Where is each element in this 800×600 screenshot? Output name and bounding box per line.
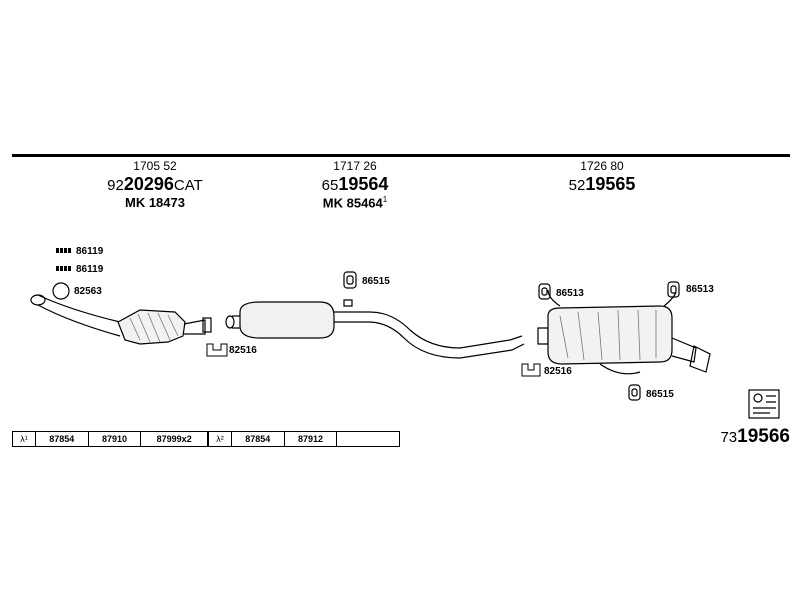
clamp-icon bbox=[521, 363, 541, 377]
label-86119-b: 86119 bbox=[76, 264, 104, 275]
order-number-front: 9220296CAT bbox=[107, 174, 203, 194]
label-86513-b: 86513 bbox=[686, 284, 714, 295]
t1-cell-2: 87910 bbox=[87, 432, 141, 446]
clamp-icon bbox=[206, 343, 228, 357]
rear-silencer-icon bbox=[537, 289, 711, 375]
part-group-rear: 1726 80 5219565 bbox=[552, 160, 652, 193]
info-sheet-icon bbox=[748, 389, 780, 419]
t1-cell-1: 87854 bbox=[34, 432, 88, 446]
order-number-rear: 5219565 bbox=[568, 174, 636, 194]
t2-cell-2: 87912 bbox=[283, 432, 337, 446]
label-86119-a: 86119 bbox=[76, 246, 104, 257]
diagram-reference-number: 7319566 bbox=[720, 426, 790, 447]
part-number-middle: 1717 26 bbox=[333, 159, 377, 173]
t2-cell-1: 87854 bbox=[230, 432, 284, 446]
accessory-table-2: λ² 87854 87912 bbox=[208, 431, 400, 447]
bolt-icon bbox=[56, 248, 71, 271]
accessory-table-1: λ¹ 87854 87910 87999x2 bbox=[12, 431, 208, 447]
part-group-middle: 1717 26 6519564 MK 854641 bbox=[300, 160, 410, 209]
label-86515-b: 86515 bbox=[646, 389, 674, 400]
lambda-1: λ¹ bbox=[20, 434, 28, 444]
part-group-front: 1705 52 9220296CAT MK 18473 bbox=[100, 160, 210, 209]
t1-cell-3: 87999x2 bbox=[140, 432, 207, 446]
part-number-rear: 1726 80 bbox=[580, 159, 624, 173]
label-82516-b: 82516 bbox=[544, 366, 572, 377]
gasket-ring-icon bbox=[52, 282, 70, 300]
catalytic-converter-icon bbox=[30, 294, 212, 345]
order-number-middle: 6519564 bbox=[321, 174, 389, 194]
mk-number-middle: MK 854641 bbox=[322, 195, 388, 211]
part-number-front: 1705 52 bbox=[133, 159, 177, 173]
label-86513-a: 86513 bbox=[556, 288, 584, 299]
lambda-2: λ² bbox=[216, 434, 224, 444]
rubber-mount-icon bbox=[538, 281, 680, 401]
middle-silencer-icon bbox=[225, 299, 525, 359]
rubber-mount-icon bbox=[343, 271, 357, 289]
label-82563: 82563 bbox=[74, 286, 102, 297]
t2-cell-empty bbox=[336, 432, 399, 446]
label-86515-a: 86515 bbox=[362, 276, 390, 287]
header-rule bbox=[12, 154, 790, 157]
label-82516-a: 82516 bbox=[229, 345, 257, 356]
mk-number-front: MK 18473 bbox=[125, 195, 185, 210]
